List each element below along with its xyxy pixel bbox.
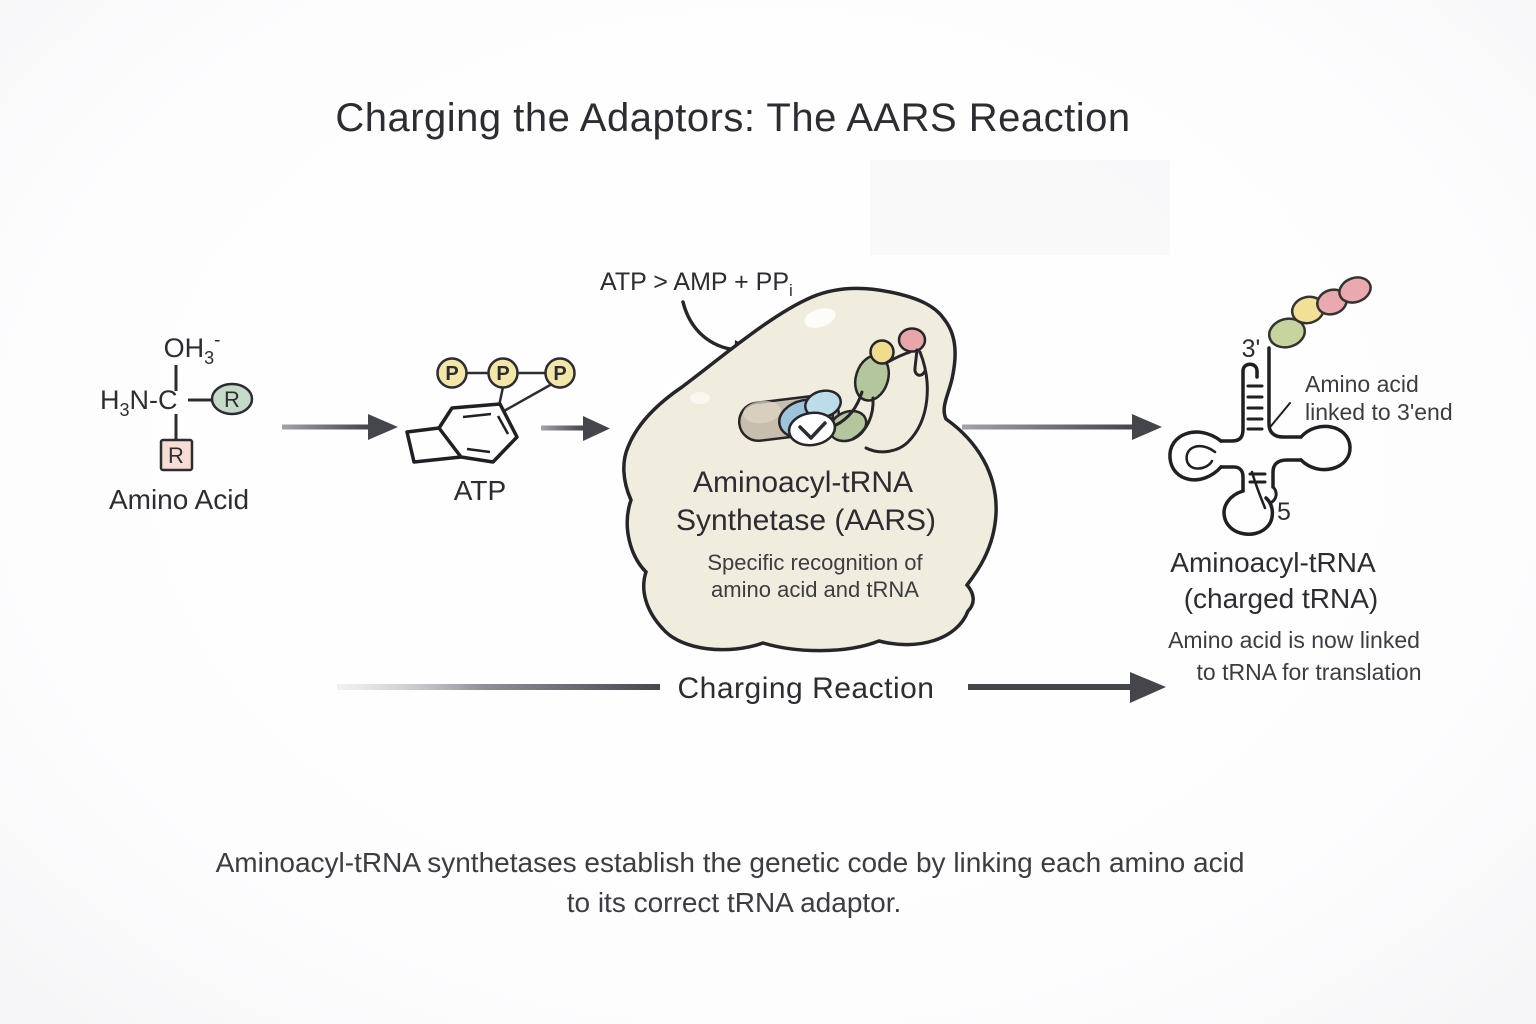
phosphate-circle-3 [544,357,576,389]
charging-line-right [968,684,1130,690]
amino-acid-structure: OH3- H3N-C R R Amino Acid [100,330,254,515]
phosphate-label-2: P [496,363,509,385]
phosphate-circle-2 [487,357,519,389]
check-mark-icon [798,421,827,440]
atp-label: ATP [454,475,506,506]
amine-sub: 3 [120,400,130,420]
r-group-circle-label: R [224,387,240,412]
arrow-amino-to-atp [282,414,398,440]
right-loop [1299,424,1352,472]
byproduct-label: ATP > AMP + PPi [600,268,793,300]
charging-reaction-arrow: Charging Reaction [337,672,1166,705]
arrow-head [368,414,398,440]
amino-acid-label: Amino Acid [109,484,249,515]
acceptor-stem-rungs [1246,384,1264,431]
trna-desc-line2: to tRNA for translation [1197,659,1422,685]
adenine-ring [437,402,519,464]
charging-arrow-head [1130,672,1166,703]
hydroxyl-charge: - [214,330,220,351]
figure-back-outline [864,350,929,454]
phosphate-label-1: P [445,363,458,385]
hydroxyl-label: OH3- [164,330,221,368]
curved-arrow-shaft [681,300,738,352]
trna-desc-line1: Amino acid is now linked [1168,627,1420,653]
arrow-shaft [541,425,583,431]
figure-hand-hook [913,348,927,377]
acceptor-stem-right-strand [1267,346,1303,439]
caption-line1: Aminoacyl-tRNA synthetases establish the… [216,847,1245,878]
enzyme-blob [622,286,998,653]
enzyme-name-line2: Synthetase (AARS) [676,504,936,537]
trna-structure [1168,346,1352,536]
five-prime-inner-line [1250,470,1267,510]
byproduct-sub: i [789,281,793,300]
charging-reaction-label: Charging Reaction [678,672,935,705]
amine-rest: N-C [130,385,178,415]
blob-highlight-2 [690,392,710,404]
amine-label: H3N-C [100,385,178,420]
caption-line2: to its correct tRNA adaptor. [567,887,902,918]
left-loop [1168,430,1223,482]
anticodon-stem-right-strand [1271,458,1303,489]
figure-leg-line-1 [834,390,864,427]
juggling-ball [897,327,927,353]
amine-h: H [100,385,120,415]
enzyme-name-line1: Aminoacyl-tRNA [693,466,913,499]
trna-name-line1: Aminoacyl-tRNA [1170,547,1376,578]
double-bond-top [462,412,492,419]
arrow-head [583,416,610,441]
arrow-atp-to-enzyme [541,416,610,441]
three-prime-label: 3' [1242,335,1261,363]
charging-line-left [337,684,660,690]
enzyme-cartoon [737,327,929,454]
note-pointer-line [1270,402,1291,427]
r-group-square-label: R [168,443,184,468]
arrow-enzyme-to-trna [962,414,1162,440]
phosphate-label-3: P [553,363,566,385]
acceptor-stem-left-strand [1219,362,1259,443]
figure-head [869,339,895,365]
trna-note-line2: linked to 3'end [1305,399,1453,425]
five-prime-label: 5 [1277,498,1291,526]
double-bond-bottom [466,447,491,454]
trna-note-line1: Amino acid [1305,371,1419,397]
blob-highlight-1 [804,308,836,328]
five-prime-curl [1268,485,1278,505]
arrow-head [1132,414,1162,440]
capsule-highlight [743,400,781,424]
enzyme-desc-line1: Specific recognition of [707,550,923,575]
enzyme-desc-line2: amino acid and tRNA [711,577,919,602]
bead-pink-2 [1338,276,1372,304]
atp-structure: P P P ATP [405,357,576,506]
trna-name-line2: (charged tRNA) [1184,583,1379,614]
bead-green [1267,317,1307,349]
double-bond-right [496,415,510,435]
amino-acid-beads [1267,276,1372,349]
phosphate-circle-1 [436,357,468,389]
ribose-ring [405,426,462,464]
background-smudge [870,160,1170,255]
figure-arm-line [884,350,912,365]
page-title: Charging the Adaptors: The AARS Reaction [335,96,1130,140]
hydroxyl-main: OH [164,333,205,363]
enzyme-blob-group: Aminoacyl-tRNA Synthetase (AARS) Specifi… [622,286,998,653]
arrow-shaft [282,424,368,430]
bottom-loop [1222,489,1275,536]
hydroxyl-sub: 3 [204,348,214,368]
anticodon-stem-left-strand [1219,465,1245,493]
figure-leg-line-2 [851,396,875,441]
r-group-square [159,438,194,472]
bond-p3-ring [503,382,553,413]
byproduct-main: ATP > AMP + PP [600,268,789,296]
r-group-circle [210,382,254,416]
left-loop-inner-curl [1185,444,1217,470]
arrow-shaft [962,424,1132,430]
